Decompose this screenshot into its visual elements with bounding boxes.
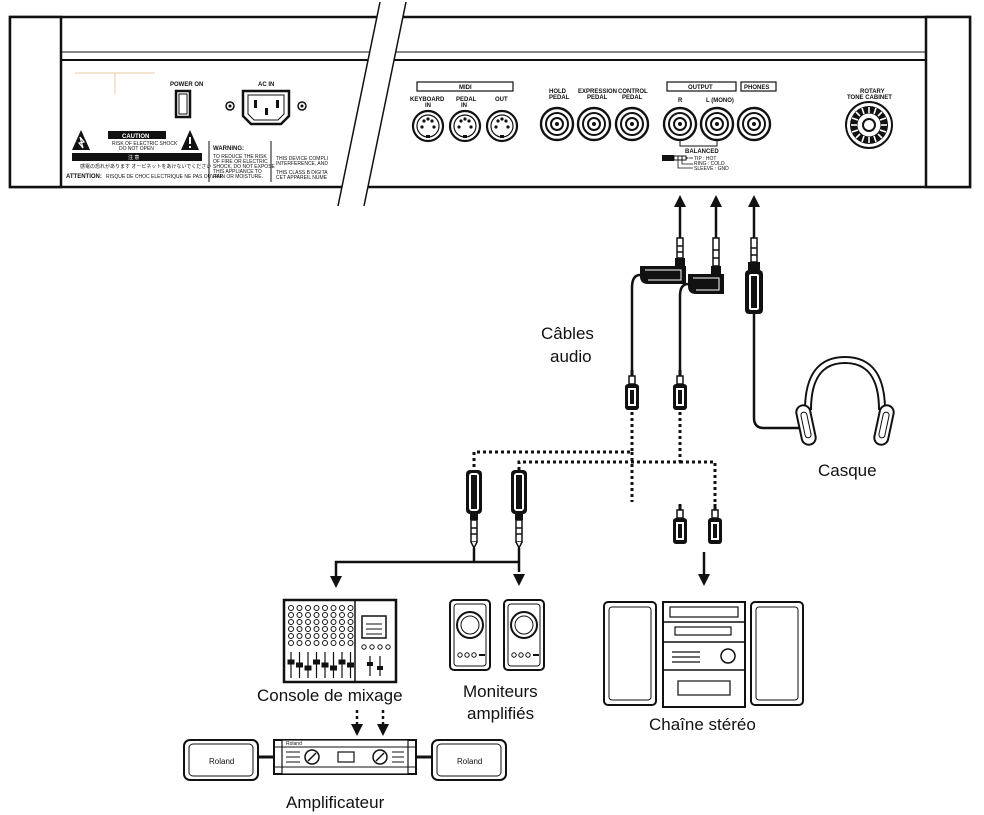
rca-plug-stereo-2 [707, 503, 723, 545]
class-line-1: THIS CLASS B DIGITA [276, 170, 328, 176]
ac-inlet: AC IN [225, 82, 307, 126]
right-angle-plug-r [640, 237, 686, 284]
arrows-to-panel [674, 195, 760, 238]
rotary-connector-jack[interactable] [845, 101, 893, 149]
tip-label: TIP : HOT [694, 156, 716, 162]
warning-title: WARNING: [213, 146, 244, 152]
expression-pedal-label-2: PEDAL [587, 95, 608, 101]
out-label: OUT [495, 97, 508, 103]
roland-logo-right: Roland [457, 757, 482, 766]
hold-pedal-jack[interactable] [539, 106, 575, 142]
roland-speaker-right: Roland [431, 739, 507, 781]
rotary-label-2: TONE CABINET [847, 95, 892, 101]
caution-labels: CAUTION RISK OF ELECTRIC SHOCK DO NOT OP… [66, 130, 328, 182]
expression-pedal-jack[interactable] [576, 106, 612, 142]
warning-line-3: SHOCK, DO NOT EXPOSE [213, 164, 276, 170]
mixing-console-icon [282, 598, 398, 684]
caution-title: CAUTION [122, 134, 149, 140]
cables-label-2: audio [550, 347, 592, 366]
pedal-in-label-2: IN [461, 103, 467, 109]
pedal-in-label-1: PEDAL [456, 97, 477, 103]
powered-monitor-left [449, 599, 491, 671]
output-r-label: R [678, 98, 683, 104]
rca-plug-stereo-1 [672, 503, 688, 545]
warning-line-5: RAIN OR MOISTURE. [213, 174, 263, 180]
sleeve-label: SLEEVE : GND [694, 166, 729, 172]
powered-monitor-right [503, 599, 545, 671]
ring-label: RING : COLD [694, 161, 725, 167]
power-on-label: POWER ON [170, 82, 203, 88]
output-r-jack[interactable] [662, 106, 698, 142]
amplifier-label: Amplificateur [286, 793, 385, 812]
caution-sub2: DO NOT OPEN [119, 146, 154, 152]
rotary-section: ROTARY TONE CABINET [845, 89, 893, 149]
midi-pedal-in-jack[interactable] [448, 109, 482, 143]
attention-sub: RISQUE DE CHOC ELECTRIQUE NE PAS OUVRIR [106, 174, 224, 180]
rca-plug-cable-1 [624, 369, 640, 411]
ac-in-label: AC IN [258, 82, 274, 88]
rotary-label-1: ROTARY [860, 89, 885, 95]
class-line-2: CET APPAREIL NUME [276, 175, 328, 181]
warning-line-4: THIS APPLIANCE TO [213, 169, 262, 175]
dotted-wires [472, 412, 717, 502]
chuui-sub: 感電の恐れがあります オーピネットをあけないでください [80, 163, 211, 170]
expression-pedal-label-1: EXPRESSION [578, 89, 617, 95]
monitors-label-2: amplifiés [467, 704, 534, 723]
roland-speaker-left: Roland [183, 739, 259, 781]
power-switch[interactable]: POWER ON [170, 82, 203, 119]
headphones-label: Casque [818, 461, 877, 480]
output-label: OUTPUT [688, 85, 713, 91]
attention-label: ATTENTION: [66, 174, 102, 180]
caution-sub1: RISK OF ELECTRIC SHOCK [112, 141, 178, 147]
warning-line-2: OF FIRE OR ELECTRIC [213, 159, 268, 165]
device-line-2: INTERFERENCE, AND [276, 161, 328, 167]
monitors-label-1: Moniteurs [463, 682, 538, 701]
midi-section: MIDI KEYBOARD IN PEDAL IN OUT [410, 81, 519, 143]
mixer-label: Console de mixage [257, 686, 403, 705]
rca-plug-cable-2 [672, 369, 688, 411]
trs-plug-left [465, 469, 483, 549]
trs-plug-right [510, 469, 528, 549]
device-line-1: THIS DEVICE COMPLI [276, 156, 328, 162]
chuui-title: 注 意 [128, 154, 139, 161]
output-l-mono-label: L (MONO) [706, 98, 734, 104]
cables-label-1: Câbles [541, 324, 594, 343]
trs-plug-icon [662, 155, 693, 169]
keyboard-in-label-1: KEYBOARD [410, 97, 445, 103]
svg-text:Roland: Roland [286, 741, 302, 747]
phones-label: PHONES [744, 85, 769, 91]
keyboard-in-label-2: IN [425, 103, 431, 109]
control-pedal-label-1: CONTROL [618, 89, 648, 95]
output-section: OUTPUT PHONES R L (MONO) BALANCED TIP : … [662, 81, 777, 172]
control-pedal-jack[interactable] [614, 106, 650, 142]
midi-label: MIDI [459, 85, 472, 91]
stereo-label: Chaîne stéréo [649, 715, 756, 734]
right-angle-plug-l [688, 237, 724, 294]
stereo-system-icon [603, 601, 804, 708]
output-l-jack[interactable] [699, 106, 735, 142]
roland-logo-left: Roland [209, 757, 234, 766]
warning-line-1: TO REDUCE THE RISK [213, 154, 267, 160]
headphone-plug [745, 237, 763, 314]
control-pedal-label-2: PEDAL [622, 95, 643, 101]
pedal-section: HOLD PEDAL EXPRESSION PEDAL CONTROL PEDA… [539, 89, 650, 142]
midi-keyboard-in-jack[interactable] [411, 109, 445, 143]
phones-jack[interactable] [736, 106, 772, 142]
hold-pedal-label-1: HOLD [549, 89, 567, 95]
midi-out-jack[interactable] [485, 109, 519, 143]
hold-pedal-label-2: PEDAL [549, 95, 570, 101]
arrows-down [330, 548, 710, 736]
headphones-icon [795, 355, 895, 446]
balanced-label: BALANCED [685, 149, 719, 155]
cable-wires [630, 273, 810, 430]
amplifier-icon: Roland [258, 739, 432, 775]
